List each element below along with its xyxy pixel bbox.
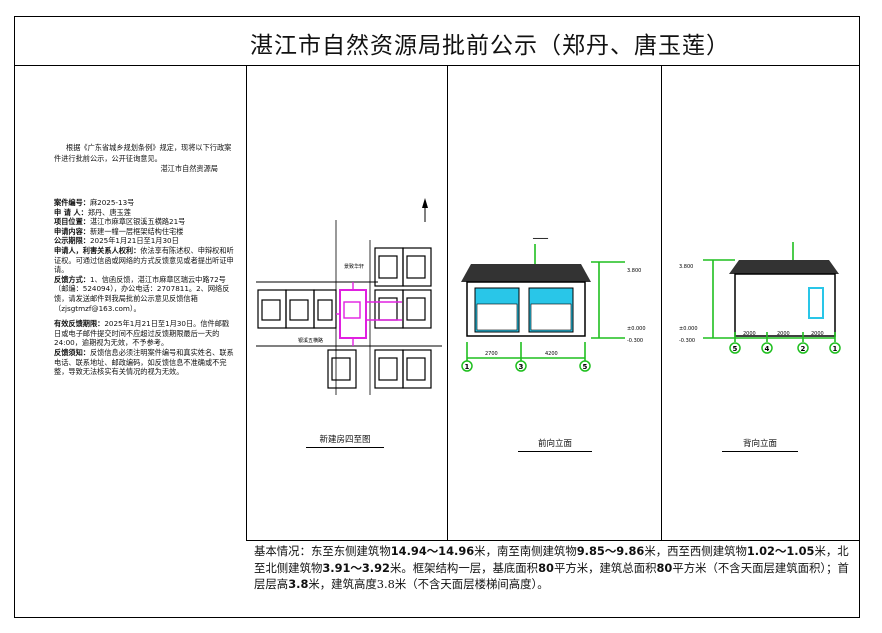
notice-frame (14, 16, 860, 618)
distance-markers (336, 282, 402, 346)
east-distance: 14.94～14.96 (390, 544, 475, 558)
front-axis-3: 3 (519, 363, 524, 371)
north-distance: 3.91～3.92 (322, 560, 390, 575)
page-title: 湛江市自然资源局批前公示（郑丹、唐玉莲） (250, 33, 730, 59)
divider-basic (246, 540, 860, 541)
south-distance: 9.85～9.86 (576, 544, 645, 558)
applicant-row: 申 请 人：郑丹、唐玉莲 (54, 207, 131, 217)
remarks-row: 反馈须知：反馈信息必须注明案件编号和真实姓名、联系电话、联系地址、邮政编码，如反… (54, 347, 234, 377)
west-distance: 1.02～1.05 (746, 544, 815, 558)
basic-info: 基本情况：东至东侧建筑物14.94～14.96米，南至南侧建筑物9.85～9.8… (254, 544, 849, 591)
back-dim-3: 2000 (811, 331, 824, 337)
floor-height: 3.8 (288, 577, 309, 591)
north-arrow-icon (422, 198, 428, 222)
back-window (808, 287, 824, 319)
back-elevation-drawing: 5 4 2 1 2000 2000 2000 3.800 ±0.000 -0.3… (679, 242, 841, 354)
back-roof (729, 260, 839, 274)
front-level-ground: -0.300 (627, 338, 643, 344)
base-area: 80 (538, 560, 554, 575)
site-plan-drawing: 景致华轩 银溪五横路 (256, 198, 442, 395)
case-number-row: 案件编号：麻2025-13号 (54, 198, 135, 207)
front-elevation-drawing: ━━━━━ 1 3 5 2700 4200 3.800 ±0.000 -0.30… (461, 236, 646, 372)
back-elevation-caption: 背向立面 (742, 439, 777, 449)
back-wall (734, 273, 836, 337)
front-axis-5: 5 (583, 363, 588, 371)
case-info: 案件编号：麻2025-13号 申 请 人：郑丹、唐玉莲 项目位置：湛江市麻章区银… (54, 198, 236, 377)
valid-row: 有效反馈期限：2025年1月21日至1月30日。信件邮戳日或电子邮件提交时间不应… (54, 319, 230, 348)
road-label-1: 景致华轩 (344, 263, 364, 270)
divider-col-3 (661, 66, 662, 540)
front-level-zero: ±0.000 (627, 326, 646, 332)
back-level-top: 3.800 (679, 264, 693, 270)
back-axis-1: 1 (833, 345, 838, 353)
divider-col-2 (447, 66, 448, 540)
front-dim-1: 2700 (485, 351, 498, 357)
front-axis-bubbles (461, 360, 591, 372)
back-dim-2: 2000 (777, 331, 790, 337)
front-level-top: 3.800 (627, 268, 641, 274)
period-row: 公示期限：2025年1月21日至1月30日 (54, 236, 179, 246)
channel-row: 反馈方式：1、信函反馈，湛江市麻章区瑞云中路72号（邮编：524094），办公电… (54, 274, 230, 313)
content-row: 申请内容：新建一幢一层框架结构住宅楼 (54, 226, 184, 236)
back-level-zero: ±0.000 (679, 326, 698, 332)
back-dimension-lines (703, 242, 836, 342)
svg-text:━━━━━: ━━━━━ (532, 236, 549, 242)
rights-row: 申请人，利害关系人权利：依法享有陈述权、申辩权和听证权。可通过信函或网络的方式反… (54, 245, 234, 275)
back-level-ground: -0.300 (679, 338, 695, 344)
title-row (14, 16, 860, 66)
front-roof (461, 264, 591, 282)
back-dim-1: 2000 (743, 331, 756, 337)
total-area: 80 (656, 560, 673, 575)
building-height: 建筑高度3.8米（不含天面层楼梯间高度）。 (331, 577, 549, 591)
location-row: 项目位置：湛江市麻章区银溪五横路21号 (54, 217, 186, 227)
back-axis-5: 5 (733, 345, 738, 353)
back-axis-4: 4 (765, 345, 770, 353)
back-axis-bubbles (729, 342, 841, 354)
front-dim-2: 4200 (545, 351, 558, 357)
front-axis-1: 1 (465, 363, 470, 371)
back-caption-underline (722, 451, 798, 452)
basic-label: 基本情况： (254, 544, 311, 558)
notice-intro: 根据《广东省城乡规划条例》规定，现将以下行政案件进行批前公示，公开征询意见。 (54, 143, 232, 163)
site-plan-caption: 新建房四至图 (319, 435, 371, 445)
road-label-2: 银溪五横路 (298, 337, 323, 344)
front-caption-underline (518, 451, 592, 452)
front-dimension-lines (466, 244, 625, 362)
front-elevation-caption: 前向立面 (537, 439, 572, 449)
back-axis-2: 2 (801, 345, 806, 353)
neighbour-buildings (257, 247, 432, 389)
front-wall (466, 281, 586, 337)
notice-text: 根据《广东省城乡规划条例》规定，现将以下行政案件进行批前公示，公开征询意见。 湛… (54, 143, 234, 175)
divider-col-1 (246, 66, 247, 540)
site-plan-caption-underline (306, 447, 384, 448)
notice-issuer: 湛江市自然资源局 (160, 164, 218, 173)
